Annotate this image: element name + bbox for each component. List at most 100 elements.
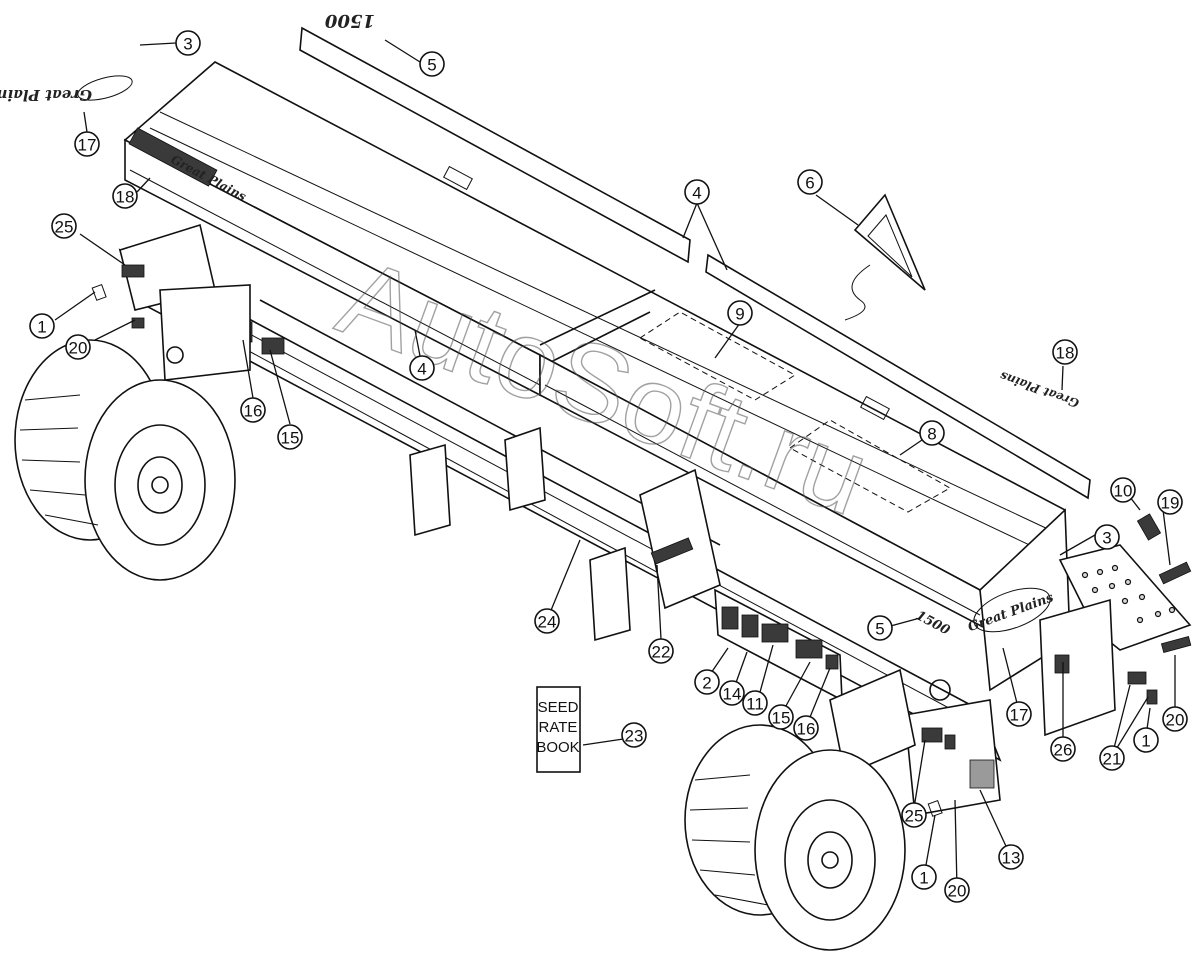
callout-label: 20	[948, 882, 967, 901]
callout-1: 1	[29, 313, 55, 339]
callout-label: 17	[78, 136, 97, 155]
callout-circle	[944, 877, 970, 903]
callout-label: 3	[1102, 529, 1111, 548]
callout-25: 25	[51, 213, 77, 239]
callout-circle	[534, 608, 560, 634]
callout-label: 5	[427, 56, 436, 75]
callout-label: 18	[1056, 344, 1075, 363]
callout-circle	[1050, 736, 1076, 762]
callout-circle	[797, 169, 823, 195]
left-wheel-assembly	[14, 339, 236, 581]
callout-circle	[919, 420, 945, 446]
callout-circle	[911, 864, 937, 890]
callout-20: 20	[65, 334, 91, 360]
callout-label: 14	[723, 685, 742, 704]
callout-15: 15	[277, 424, 303, 450]
callout-circle	[719, 680, 745, 706]
seed-rate-book-line1: SEED	[538, 699, 579, 716]
callout-label: 20	[1166, 711, 1185, 730]
callout-17: 17	[1006, 701, 1032, 727]
callout-circle	[419, 51, 445, 77]
callout-label: 16	[244, 402, 263, 421]
callout-6: 6	[797, 169, 823, 195]
callout-4: 4	[409, 355, 435, 381]
callout-24: 24	[534, 608, 560, 634]
right-wheel-assembly	[684, 724, 906, 951]
callout-label: 19	[1161, 494, 1180, 513]
callout-label: 15	[281, 429, 300, 448]
callout-9: 9	[727, 300, 753, 326]
seed-hopper: Great Plains 1500 Great Plains	[123, 61, 1071, 692]
callout-circle	[742, 690, 768, 716]
brand-decal-loose: Great Plains	[0, 86, 92, 104]
callout-1: 1	[1133, 727, 1159, 753]
callout-5: 5	[419, 51, 445, 77]
callout-label: 1	[37, 318, 46, 337]
callout-16: 16	[793, 715, 819, 741]
callout-label: 9	[735, 305, 744, 324]
callout-circle	[684, 179, 710, 205]
callout-label: 20	[69, 339, 88, 358]
callout-circle	[1052, 339, 1078, 365]
seed-rate-book-line3: BOOK	[536, 739, 579, 756]
callout-circle	[648, 638, 674, 664]
callout-20: 20	[1162, 706, 1188, 732]
callout-circle	[1162, 706, 1188, 732]
callout-circle	[74, 131, 100, 157]
callout-18: 18	[1052, 339, 1078, 365]
callout-circle	[65, 334, 91, 360]
callout-label: 18	[116, 188, 135, 207]
callout-26: 26	[1050, 736, 1076, 762]
callout-21: 21	[1099, 745, 1125, 771]
callout-circle	[29, 313, 55, 339]
callout-label: 24	[538, 613, 557, 632]
callout-label: 1	[1141, 732, 1150, 751]
callout-label: 17	[1010, 706, 1029, 725]
callout-circle	[1133, 727, 1159, 753]
callout-2: 2	[694, 669, 720, 695]
callout-circle	[112, 183, 138, 209]
callout-label: 5	[875, 620, 884, 639]
callout-label: 3	[183, 35, 192, 54]
callout-13: 13	[998, 844, 1024, 870]
callout-label: 21	[1103, 750, 1122, 769]
callout-circle	[998, 844, 1024, 870]
callout-3: 3	[1094, 524, 1120, 550]
callout-8: 8	[919, 420, 945, 446]
callout-3: 3	[175, 30, 201, 56]
callout-label: 23	[625, 727, 644, 746]
model-decal: 1500	[913, 608, 952, 638]
callout-circle	[175, 30, 201, 56]
callout-circle	[51, 213, 77, 239]
leader-lines	[54, 39, 1176, 889]
callout-circle	[1006, 701, 1032, 727]
callout-15: 15	[768, 704, 794, 730]
callout-20: 20	[944, 877, 970, 903]
seed-rate-book	[536, 686, 581, 773]
callout-circle	[1110, 477, 1136, 503]
callout-bubbles: 3517182512016154469188101932422521411151…	[29, 30, 1188, 903]
callout-11: 11	[742, 690, 768, 716]
callout-4: 4	[684, 179, 710, 205]
callout-label: 22	[652, 643, 671, 662]
callout-label: 25	[905, 807, 924, 826]
callout-circle	[694, 669, 720, 695]
callout-5: 5	[867, 615, 893, 641]
callout-label: 4	[417, 360, 426, 379]
callout-16: 16	[240, 397, 266, 423]
callout-label: 15	[772, 709, 791, 728]
model-decal-loose: 1500	[324, 10, 375, 31]
callout-14: 14	[719, 680, 745, 706]
callout-circle	[793, 715, 819, 741]
callout-circle	[867, 615, 893, 641]
callout-circle	[768, 704, 794, 730]
callout-circle	[727, 300, 753, 326]
callout-label: 11	[746, 695, 764, 714]
callout-circle	[621, 722, 647, 748]
callout-label: 10	[1114, 482, 1133, 501]
callout-label: 2	[702, 674, 711, 693]
callout-circle	[1094, 524, 1120, 550]
callout-label: 6	[805, 174, 814, 193]
callout-circle	[240, 397, 266, 423]
callout-label: 1	[919, 869, 928, 888]
